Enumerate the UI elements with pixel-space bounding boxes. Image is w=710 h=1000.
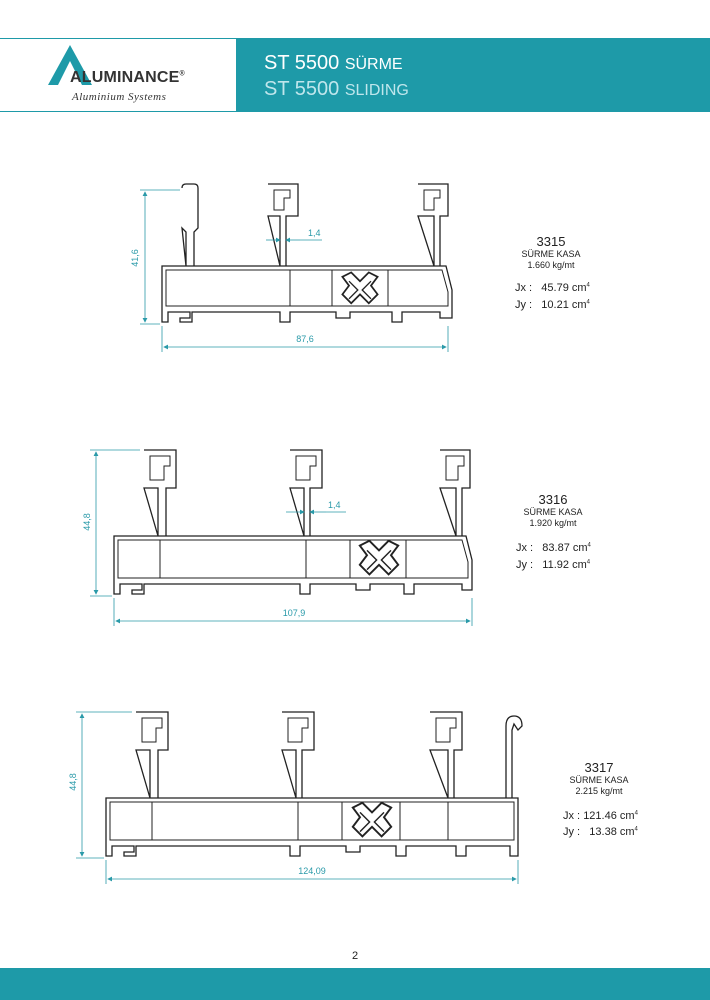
- profile-3317-info: 3317 SÜRME KASA 2.215 kg/mt: [556, 760, 642, 797]
- profile-3315-height-label: 41,6: [130, 249, 140, 267]
- profile-3315-width-label: 87,6: [296, 334, 314, 344]
- profile-3316-wall-label: 1,4: [328, 500, 341, 510]
- profile-3316-jy: Jy : 11.92 cm4: [516, 559, 591, 571]
- profile-3315-jx: Jx : 45.79 cm4: [515, 282, 590, 294]
- page-footer-bar: [0, 968, 710, 1000]
- profile-3316-drawing: [113, 449, 473, 595]
- title-turkish: ST 5500 SÜRME: [264, 52, 403, 74]
- profile-3315-drawing: [161, 183, 453, 323]
- aluminance-triangle-logo-icon: [48, 45, 92, 85]
- profile-kind: SÜRME KASA: [523, 507, 583, 517]
- profile-3317-height-label: 44,8: [68, 773, 78, 791]
- profile-3317-drawing: [105, 711, 523, 857]
- profile-code: 3316: [538, 492, 568, 507]
- profile-3317-dimensions: [76, 711, 519, 884]
- profile-code: 3317: [584, 760, 614, 775]
- profile-weight: 1.920 kg/mt: [529, 518, 577, 528]
- profile-3315-wall-label: 1,4: [308, 228, 321, 238]
- title-bar: ST 5500 SÜRME ST 5500 SLIDING: [236, 38, 710, 112]
- profile-weight: 2.215 kg/mt: [575, 786, 623, 796]
- profile-code: 3315: [536, 234, 566, 249]
- page-header: ALUMINANCE® Aluminium Systems ST 5500 SÜ…: [0, 38, 710, 112]
- profile-3316-width-label: 107,9: [283, 608, 306, 618]
- profile-kind: SÜRME KASA: [569, 775, 629, 785]
- title-english: ST 5500 SLIDING: [264, 78, 409, 100]
- brand-name: ALUMINANCE®: [70, 69, 185, 86]
- profile-kind: SÜRME KASA: [521, 249, 581, 259]
- profile-3316-info: 3316 SÜRME KASA 1.920 kg/mt: [510, 492, 596, 529]
- profile-weight: 1.660 kg/mt: [527, 260, 575, 270]
- page-number: 2: [351, 950, 359, 962]
- profile-3316-jx: Jx : 83.87 cm4: [516, 542, 591, 554]
- profile-3316-height-label: 44,8: [82, 513, 92, 531]
- profile-3316-dimensions: [90, 449, 473, 626]
- profile-3317-jx: Jx : 121.46 cm4: [563, 810, 638, 822]
- logo: ALUMINANCE® Aluminium Systems: [0, 38, 236, 112]
- profile-3315-jy: Jy : 10.21 cm4: [515, 299, 590, 311]
- profile-3317-jy: Jy : 13.38 cm4: [563, 826, 638, 838]
- brand-tagline: Aluminium Systems: [72, 91, 167, 103]
- profile-3315-dimensions: [140, 189, 449, 352]
- profile-3317-width-label: 124,09: [298, 866, 326, 876]
- profile-3315-info: 3315 SÜRME KASA 1.660 kg/mt: [508, 234, 594, 271]
